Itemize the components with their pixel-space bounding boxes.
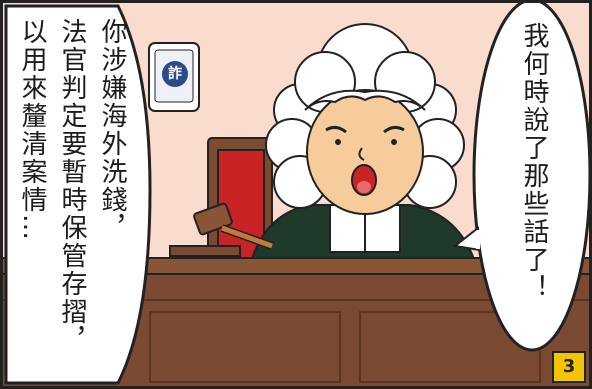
gavel-icon <box>169 202 274 257</box>
speech-bubble-left <box>4 4 152 385</box>
speech-left-text: 你涉嫌海外洗錢， 法官判定要暫時保管存摺， 以用來釐清案情… <box>12 18 132 378</box>
speech-left-line-2: 法官判定要暫時保管存摺， <box>57 18 87 354</box>
scam-badge: 詐 <box>168 66 182 82</box>
judge <box>243 23 484 291</box>
speech-bubble-right <box>452 0 592 352</box>
speech-left-line-1: 你涉嫌海外洗錢， <box>97 18 127 242</box>
page-number: 3 <box>552 351 586 383</box>
phone-icon <box>148 42 200 112</box>
speech-left-line-3: 以用來釐清案情… <box>17 18 47 242</box>
speech-right-line-1: 我何時說了那些話了！ <box>519 22 549 302</box>
speech-right-text: 我何時說了那些話了！ <box>514 22 554 352</box>
